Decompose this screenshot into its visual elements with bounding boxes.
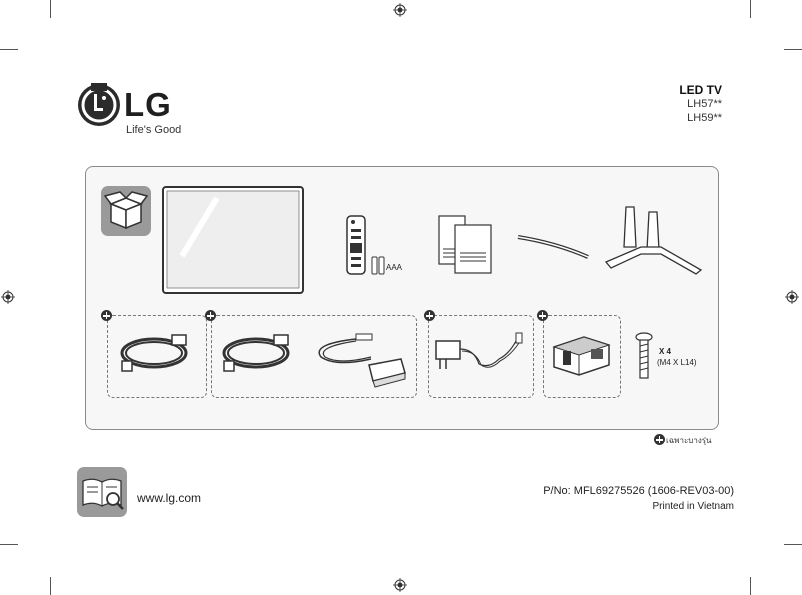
plus-icon: [424, 310, 435, 321]
batteries-label: AAA: [386, 263, 403, 272]
ferrite-core-icon: [552, 336, 611, 376]
optional-item-box: [543, 315, 621, 398]
crop-mark: [784, 544, 802, 545]
optional-footnote: เฉพาะบางรุ่น: [666, 436, 712, 445]
model-number: LH59**: [687, 112, 722, 124]
model-number: LH57**: [687, 98, 722, 110]
product-title: LED TV: [679, 83, 722, 97]
tv-icon: [162, 186, 304, 294]
registration-mark-icon: [1, 290, 15, 304]
crop-mark: [750, 577, 751, 595]
website-link[interactable]: www.lg.com: [137, 491, 202, 505]
plus-icon: [654, 434, 665, 445]
optional-item-box: [107, 315, 207, 398]
plus-icon: [205, 310, 216, 321]
ac-adapter-icon: [318, 333, 406, 388]
registration-mark-icon: [785, 290, 799, 304]
crop-mark: [750, 0, 751, 18]
box-icon: [101, 186, 151, 236]
plus-icon: [101, 310, 112, 321]
optional-item-box: [211, 315, 417, 398]
lg-logo-icon: [78, 83, 120, 126]
plus-icon: [537, 310, 548, 321]
manual-booklet-icon: [438, 215, 492, 274]
screw-count: X 4: [659, 347, 672, 356]
crop-mark: [50, 577, 51, 595]
registration-mark-icon: [393, 3, 407, 17]
brand-tagline: Life's Good: [126, 124, 182, 136]
stand-icon: [604, 206, 703, 275]
batteries-icon: [371, 256, 385, 275]
registration-mark-icon: [393, 578, 407, 592]
product-header: LED TV LH57** LH59**: [679, 83, 722, 125]
brand-name: LG: [124, 86, 172, 123]
crop-mark: [0, 544, 18, 545]
optional-item-box: [428, 315, 534, 398]
crop-mark: [0, 49, 18, 50]
screw-icon: [635, 332, 653, 379]
crop-mark: [784, 49, 802, 50]
cable-holder-icon: [517, 235, 589, 259]
printed-in: Printed in Vietnam: [652, 501, 734, 512]
power-cord-icon: [120, 334, 188, 372]
part-number: P/No: MFL69275526 (1606-REV03-00): [543, 485, 734, 497]
manual-icon: [77, 467, 127, 517]
screw-spec: (M4 X L14): [657, 358, 697, 367]
power-cord-icon: [222, 334, 290, 372]
wall-adapter-icon: [435, 332, 523, 369]
package-contents-panel: AAA: [85, 166, 719, 430]
remote-control-icon: [346, 215, 366, 275]
crop-mark: [50, 0, 51, 18]
